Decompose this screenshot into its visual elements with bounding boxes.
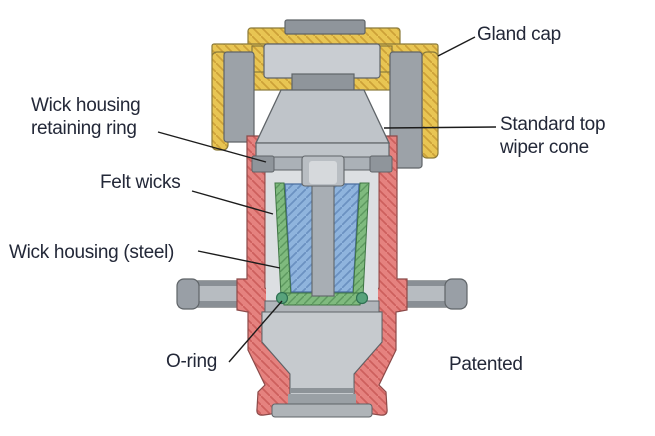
leader-retaining-ring: [157, 131, 267, 163]
leader-felt-wicks: [191, 190, 274, 215]
shank-interior-band: [288, 394, 356, 404]
o-ring-shape-left: [275, 291, 289, 305]
cap-center-block: [263, 43, 381, 79]
cap-side-column-right: [389, 51, 423, 169]
arm-left-top-shade: [179, 281, 251, 286]
cap-top-bar: [284, 19, 366, 35]
leader-o-ring: [228, 300, 283, 363]
label-patented: Patented: [449, 354, 523, 375]
wiper-cone-shape: [254, 89, 391, 144]
shank-bottom-band: [271, 403, 373, 418]
cap-side-column-left: [223, 51, 255, 143]
label-felt-wicks: Felt wicks: [100, 172, 181, 193]
arm-right-end-cap: [444, 278, 468, 310]
leader-wick-housing: [197, 250, 281, 269]
arm-right-top-shade: [393, 281, 465, 286]
label-standard-top-wiper-cone: Standard top wiper cone: [500, 114, 606, 158]
stem-head-highlight: [309, 161, 337, 184]
o-ring-shape-right: [355, 291, 369, 305]
label-wick-housing-retaining-ring: Wick housing retaining ring: [31, 95, 141, 139]
label-o-ring: O-ring: [166, 351, 217, 372]
label-wick-housing-steel: Wick housing (steel): [9, 242, 175, 263]
gland-cap-column-right: [421, 51, 439, 159]
label-gland-cap: Gland cap: [477, 24, 561, 45]
arm-left-bottom-shade: [179, 301, 251, 307]
arm-right-bottom-shade: [393, 301, 465, 307]
arm-left-end-cap: [176, 278, 200, 310]
leader-gland-cap: [437, 36, 476, 57]
leader-wiper-cone: [383, 126, 497, 129]
shank-interior-edge: [290, 388, 354, 393]
retaining-ring-tab-right: [369, 155, 393, 173]
cone-neck: [291, 73, 355, 93]
